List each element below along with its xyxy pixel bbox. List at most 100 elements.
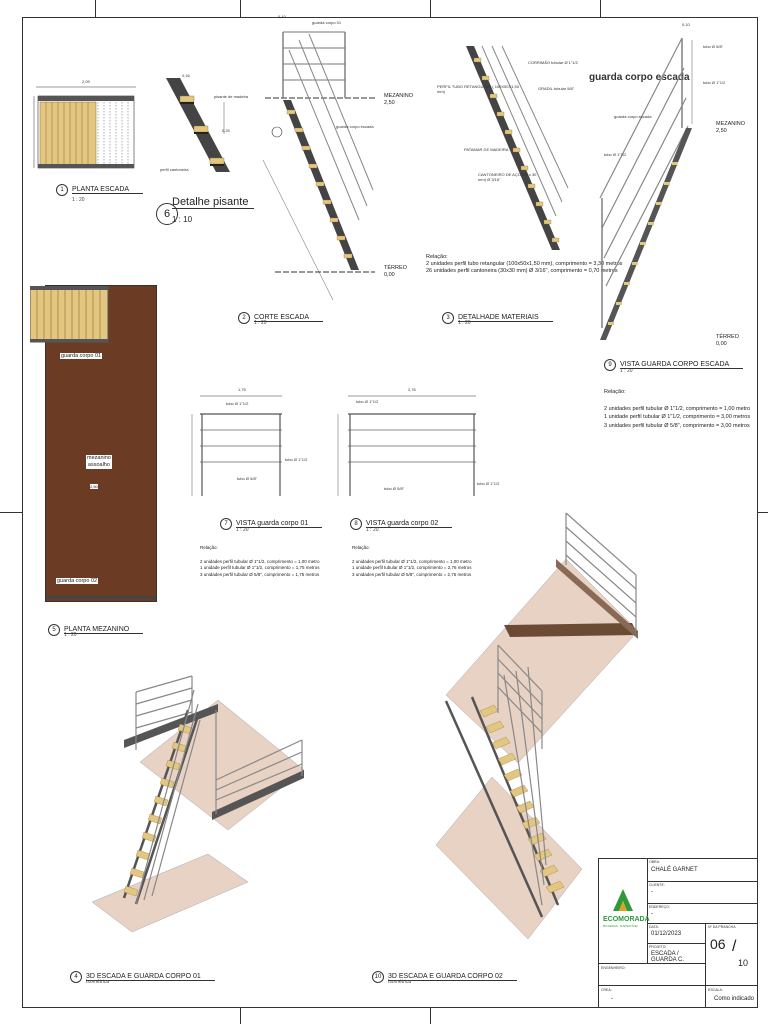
field-value-projeto: ESCADA / GUARDA C. <box>651 951 685 963</box>
view-number: 5 <box>48 624 60 636</box>
level-value: 2,50 <box>716 128 727 134</box>
border-tick <box>240 0 241 17</box>
3d-escada-guarda-corpo-01 <box>91 675 305 933</box>
view-number: 9 <box>604 359 616 371</box>
label-tubo-58: tubo Ø 5/8" <box>703 44 724 49</box>
vista02-dim-top: 2,76 <box>408 387 416 392</box>
view-scale: Isométrica <box>388 979 412 985</box>
brand-subtitle: BIO-DESIGN · SUSTENTÁVEL <box>603 925 639 928</box>
label-tubo-58: tubo Ø 5/8" <box>384 486 405 491</box>
detalhe-materiais-drawing <box>466 45 569 250</box>
border-tick <box>430 0 431 17</box>
field-label: ENGENHEIRO: <box>601 966 626 970</box>
label-guarda-corpo-01: guarda corpo 01 <box>60 353 103 359</box>
relacao-title: Relação: <box>604 389 626 395</box>
field-prancha: Nº DA PRANCHA 06 / 10 <box>705 923 758 986</box>
field-label: CREA: <box>601 988 612 992</box>
relacao-line: 1 unidade perfil tubular Ø 1"1/2, compri… <box>200 565 320 570</box>
field-value-cliente: - <box>651 889 653 895</box>
label-tubo-112-right: tubo Ø 1"1/2 <box>477 481 500 486</box>
level-value: 2,50 <box>384 100 395 106</box>
field-label: CLIENTE: <box>649 883 665 887</box>
detalhe-pisante-drawing <box>166 78 230 172</box>
relacao-title: Relação: <box>200 545 218 550</box>
label-tubo-58: tubo Ø 5/8" <box>237 476 258 481</box>
label-gradil: GRADIL tubular 5/8" <box>538 86 575 91</box>
field-value-escala: Como indicado <box>714 996 755 1002</box>
view-number: 2 <box>238 312 250 324</box>
view-label-detalhe-materiais: 3 DETALHADE MATERIAIS <box>442 312 553 324</box>
view-label-vista-guarda-corpo-01: 7 VISTA guarda corpo 01 <box>220 518 323 530</box>
view-title: VISTA guarda corpo 01 <box>236 520 323 528</box>
label-guarda-corpo-escada: guarda corpo escada <box>336 124 374 129</box>
view-label-vista-guarda-corpo-02: 8 VISTA guarda corpo 02 <box>350 518 453 530</box>
brand-name: ECOMORADA <box>603 916 650 923</box>
view-scale: 1 : 20 <box>366 527 379 533</box>
border-tick <box>430 1008 431 1024</box>
label-tubo-112-left: tubo Ø 1"1/2 <box>604 152 627 157</box>
field-endereco: ENDEREÇO: - <box>647 903 757 924</box>
relacao-line: 26 unidades perfil cantoneira (30x30 mm)… <box>426 268 618 274</box>
view-title: 3D ESCADA E GUARDA CORPO 02 <box>388 973 517 981</box>
level-value: 0,00 <box>384 272 395 278</box>
view-number: 8 <box>350 518 362 530</box>
pisante-dim-b: 0,25 <box>222 128 230 133</box>
field-crea: CREA: - <box>599 985 705 1008</box>
border-tick <box>600 0 601 17</box>
relacao-line: 2 unidades perfil tubular Ø 1"1/2, compr… <box>604 405 751 412</box>
view-scale: 1 : 20 <box>236 527 249 533</box>
relacao-line: 2 unidades perfil tubular Ø 1"1/2, compr… <box>352 558 472 564</box>
label-pisante-madeira: pisante de madeira <box>214 94 249 99</box>
view-label-3d-guarda-corpo-01: 4 3D ESCADA E GUARDA CORPO 01 <box>70 971 215 983</box>
field-projeto: PROJETO: ESCADA / GUARDA C. <box>647 943 705 964</box>
view-number: 4 <box>70 971 82 983</box>
relacao-guarda-corpo-01: Relação: 2 unidades perfil tubular Ø 1"1… <box>200 545 320 578</box>
label-tubo-112-top: tubo Ø 1"1/2 <box>226 401 249 406</box>
guarda-corpo-02-bar <box>46 596 156 599</box>
view-title: 3D ESCADA E GUARDA CORPO 01 <box>86 973 215 981</box>
field-label: OBRA: <box>649 860 660 864</box>
relacao-materiais: Relação: 2 unidades perfil tubo retangul… <box>426 254 622 275</box>
planta-escada-dim: 2,09 <box>82 79 90 84</box>
field-obra: OBRA: CHALÉ GARNET <box>647 859 757 873</box>
field-label: PROJETO: <box>649 945 667 949</box>
pisante-dim-a: 0,16 <box>182 73 190 78</box>
label-guarda-corpo-01: guarda corpo 01 <box>312 20 342 25</box>
prancha-total: 10 <box>738 958 749 968</box>
label-mezanino: mezanino <box>87 455 111 461</box>
relacao-title: Relação: <box>352 545 370 550</box>
planta-mezanino-stair <box>30 286 109 343</box>
view-scale: Isométrica <box>86 979 110 985</box>
heading-guarda-corpo-escada: guarda corpo escada <box>589 72 690 83</box>
border-tick <box>758 512 768 513</box>
title-block: ECOMORADA BIO-DESIGN · SUSTENTÁVEL OBRA:… <box>598 858 758 1008</box>
view-scale: 1 : 20 <box>72 197 85 203</box>
field-value-data: 01/12/2023 <box>651 931 682 937</box>
level-name: MEZANINO <box>384 93 414 99</box>
level-name: TÉRREO <box>716 334 739 340</box>
field-value-endereco: - <box>651 911 653 917</box>
label-tubo-112-right: tubo Ø 1"1/2 <box>285 457 308 462</box>
prancha-number: 06 <box>710 936 726 952</box>
field-escala: ESCALA: Como indicado <box>705 985 758 1008</box>
relacao-line: 3 unidades perfil tubular Ø 5/8", compri… <box>604 422 750 429</box>
level-mezanino: 2,50 <box>90 484 98 489</box>
label-assoalho: assoalho <box>87 462 110 468</box>
drawing-sheet-frame <box>22 17 758 1008</box>
view-scale: 1 : 20 <box>254 320 267 326</box>
label-perfil-cantoneira: perfil cantoneira <box>160 167 189 172</box>
planta-escada-drawing <box>33 86 136 169</box>
corte-escada-drawing <box>262 31 375 300</box>
label-corrimao: CORRIMÃO tubular Ø 1"1/2 <box>528 60 578 65</box>
level-name: TÉRREO <box>384 265 407 271</box>
vista-guarda-corpo-escada-drawing <box>599 37 693 340</box>
view-scale: 1 : 20 <box>64 632 77 638</box>
label-tubo-112-top: tubo Ø 1"1/2 <box>356 399 379 404</box>
border-tick <box>0 512 22 513</box>
level-value: 0,00 <box>716 341 727 347</box>
view-title: CORTE ESCADA <box>254 314 324 322</box>
